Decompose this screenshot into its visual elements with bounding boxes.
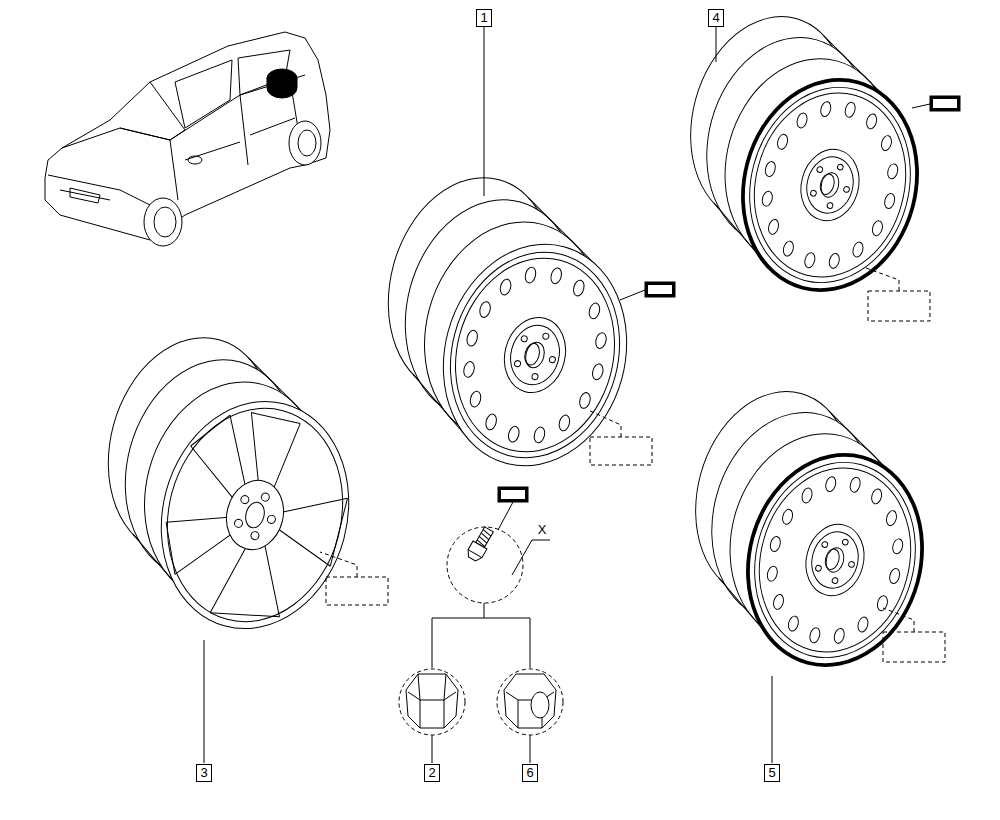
callout-number: 5 [764, 764, 780, 782]
callout-number: 1 [476, 9, 492, 27]
callout-number: 3 [196, 764, 212, 782]
dimension-label: X [537, 522, 548, 538]
callout-number: 4 [708, 9, 724, 27]
callout-number: 2 [424, 764, 440, 782]
callout-number: 6 [522, 764, 538, 782]
